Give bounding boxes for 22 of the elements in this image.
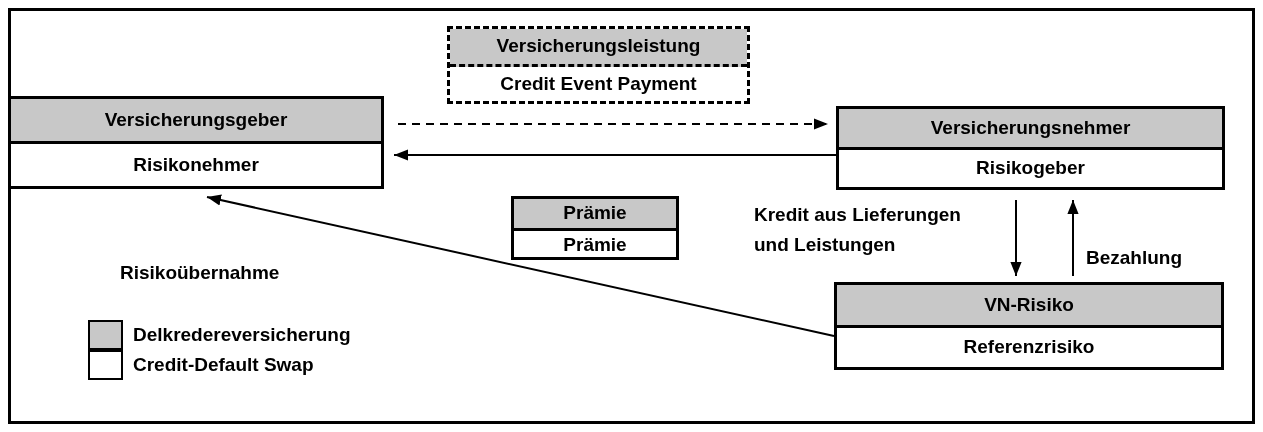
label-box [447,26,750,104]
label-box [836,106,1225,190]
arrow [1067,199,1079,277]
box-text: Referenzrisiko [962,335,1096,359]
box-heading: Versicherungsgeber [11,99,381,144]
legend-label: Credit-Default Swap [133,352,314,377]
label-box [8,96,384,189]
box-text: Risikonehmer [132,152,260,177]
arrow [397,118,829,130]
arrow [1010,199,1022,277]
label-box [511,196,679,260]
box-text: Prämie [562,232,628,257]
box-heading: Prämie [514,199,676,231]
label-box [834,282,1224,370]
arrow [393,149,837,161]
box-text: Credit Event Payment [499,71,698,96]
box-heading: Versicherungsnehmer [839,109,1222,150]
legend-label: Delkredereversicherung [133,322,351,347]
box-heading: VN-Risiko [837,285,1221,328]
box-heading: Versicherungsleistung [450,29,747,67]
arrow [206,194,835,337]
box-text: Risikogeber [975,156,1086,180]
